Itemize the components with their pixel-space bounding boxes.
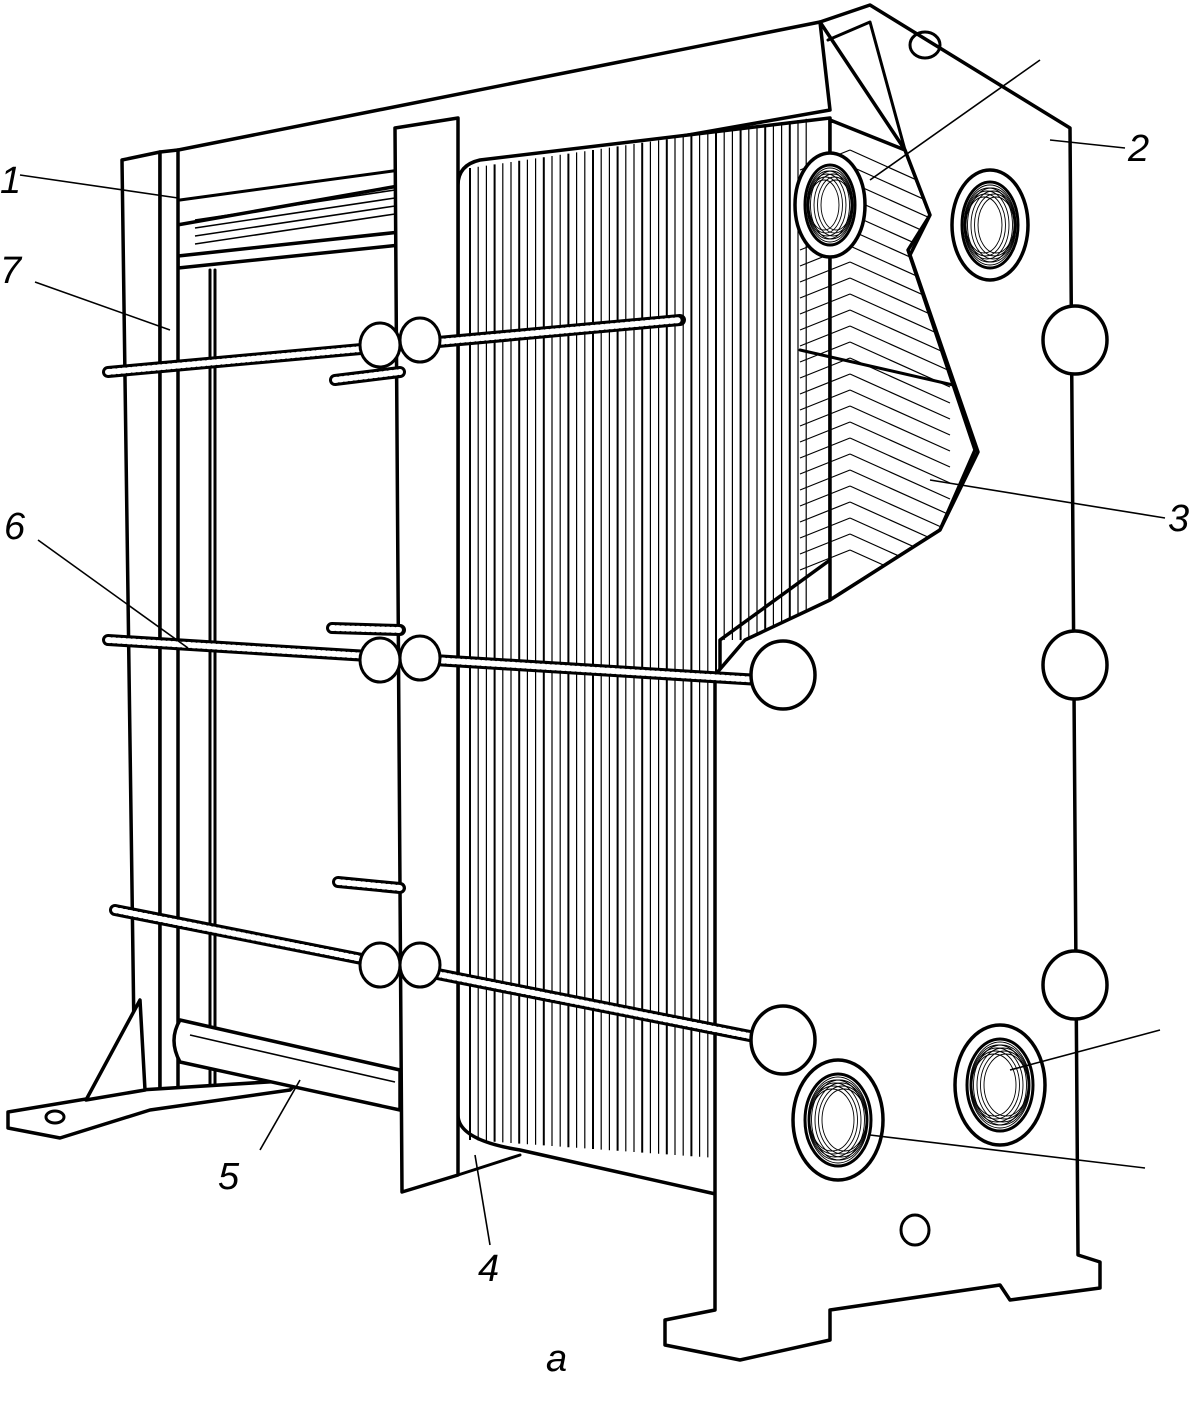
- lower-guide-bar: [172, 1018, 402, 1112]
- label-7: 7: [0, 250, 22, 292]
- label-1: 1: [0, 160, 22, 202]
- label-6: 6: [4, 506, 26, 548]
- label-2: 2: [1128, 128, 1150, 170]
- rear-column: [120, 148, 217, 1108]
- label-4: 4: [478, 1248, 500, 1290]
- label-5: 5: [218, 1156, 240, 1198]
- leader-lines: [19, 59, 1166, 1246]
- figure-caption: a: [546, 1338, 568, 1380]
- rear-foot: [6, 998, 302, 1140]
- edge-nuts: [749, 304, 1109, 1076]
- label-3: 3: [1168, 498, 1190, 540]
- tie-bolts: [102, 314, 776, 1046]
- ports: [791, 151, 1047, 1182]
- plate-pack: [456, 116, 832, 1197]
